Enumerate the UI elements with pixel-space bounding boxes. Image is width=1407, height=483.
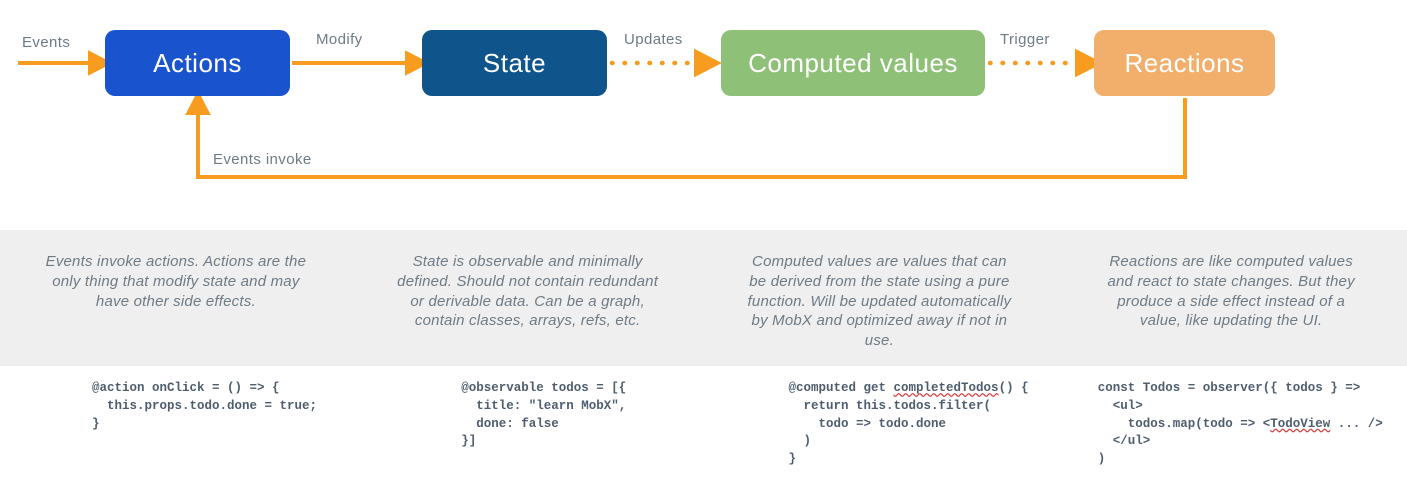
code-cell-actions: @action onClick = () => { this.props.tod… [0, 380, 401, 483]
code-band: @action onClick = () => { this.props.tod… [0, 380, 1407, 483]
spellcheck-squiggle: TodoView [1270, 416, 1331, 431]
edge-label-updates: Updates [624, 31, 683, 48]
description-text: Reactions are like computed values and r… [1107, 253, 1355, 330]
code-snippet: @observable todos = [{ title: "learn Mob… [461, 381, 627, 449]
flow-arrows [18, 48, 1187, 179]
edge-label-modify: Modify [316, 31, 363, 48]
arrow-feedback-loop [185, 90, 1187, 179]
node-reactions-label: Reactions [1124, 47, 1245, 78]
edge-label-events: Events [22, 34, 71, 51]
node-state[interactable]: State [422, 30, 607, 96]
node-state-label: State [482, 47, 547, 78]
code-cell-state: @observable todos = [{ title: "learn Mob… [401, 380, 770, 483]
node-computed-values-label: Computed values [748, 47, 958, 78]
description-band: Events invoke actions. Actions are the o… [0, 230, 1407, 366]
description-text: Computed values are values that can be d… [747, 253, 1012, 350]
description-cell-actions: Events invoke actions. Actions are the o… [0, 230, 352, 366]
description-cell-computed-values: Computed values are values that can be d… [704, 230, 1056, 366]
code-snippet: @action onClick = () => { this.props.tod… [92, 381, 318, 431]
description-text: State is observable and minimally define… [397, 253, 659, 330]
description-cell-reactions: Reactions are like computed values and r… [1055, 230, 1407, 366]
description-text: Events invoke actions. Actions are the o… [45, 253, 307, 310]
spellcheck-squiggle: completedTodos [893, 381, 999, 395]
code-snippet: @computed get completedTodos() { return … [788, 381, 1029, 466]
description-cell-state: State is observable and minimally define… [352, 230, 704, 366]
node-actions[interactable]: Actions [105, 30, 290, 96]
code-snippet: const Todos = observer({ todos } => <ul>… [1097, 381, 1383, 466]
node-computed-values[interactable]: Computed values [721, 30, 985, 96]
code-cell-computed-values: @computed get completedTodos() { return … [771, 380, 1098, 483]
edge-label-trigger: Trigger [1000, 31, 1050, 48]
code-cell-reactions: const Todos = observer({ todos } => <ul>… [1098, 380, 1407, 483]
node-actions-label: Actions [153, 47, 242, 78]
node-reactions[interactable]: Reactions [1094, 30, 1275, 96]
edge-label-events-invoke: Events invoke [213, 151, 312, 168]
flow-diagram: Actions State Computed values Reactions … [0, 0, 1407, 230]
